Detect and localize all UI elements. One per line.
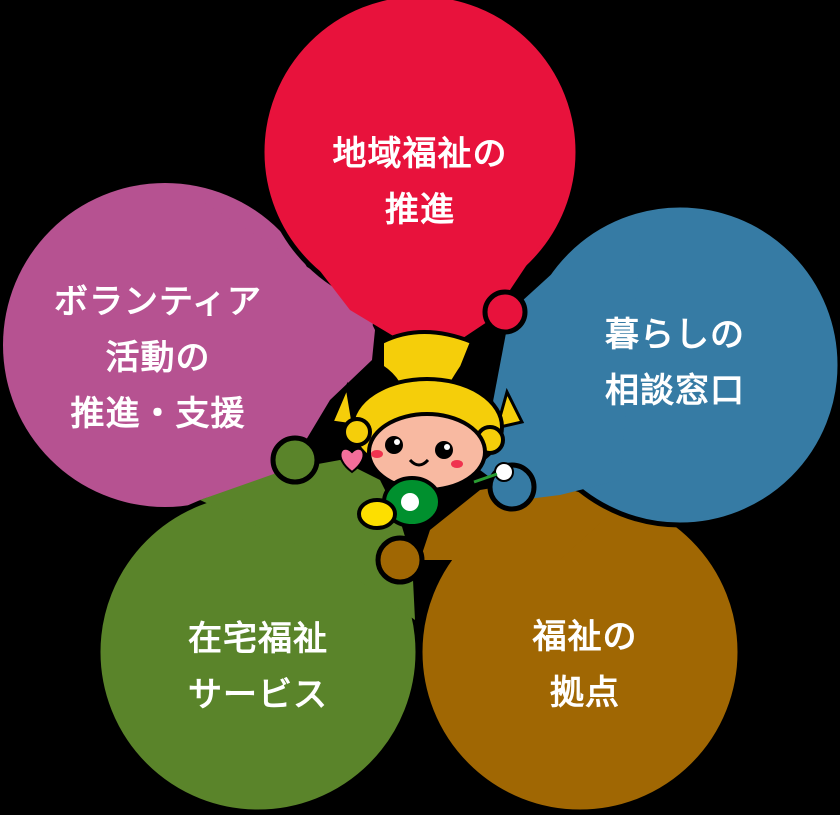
- label-line: 暮らしの: [605, 315, 745, 355]
- petal-label-volunteer[interactable]: ボランティア 活動の 推進・支援: [54, 274, 262, 442]
- petal-homecare[interactable]: [95, 435, 421, 815]
- label-line: 在宅福祉: [188, 619, 328, 659]
- label-line: 地域福祉の: [332, 134, 508, 174]
- label-line: 相談窓口: [605, 371, 745, 411]
- petal-label-homecare[interactable]: 在宅福祉 サービス: [188, 611, 328, 723]
- petal-label-community[interactable]: 地域福祉の 推進: [333, 126, 508, 238]
- label-line: ボランティア: [54, 282, 262, 322]
- petal-hub[interactable]: [375, 480, 743, 815]
- petal-volunteer[interactable]: [3, 183, 375, 507]
- label-line: 拠点: [550, 673, 620, 713]
- label-line: 福祉の: [532, 617, 638, 657]
- label-line: サービス: [188, 675, 328, 715]
- mascot-character-icon: [329, 330, 525, 530]
- label-line: 推進: [385, 190, 455, 230]
- label-line: 活動の: [105, 338, 211, 378]
- petal-consultation[interactable]: [480, 202, 840, 528]
- petal-label-consultation[interactable]: 暮らしの 相談窓口: [605, 307, 745, 419]
- petal-community[interactable]: [259, 0, 581, 350]
- petal-label-hub[interactable]: 福祉の 拠点: [533, 609, 638, 721]
- label-line: 推進・支援: [70, 394, 246, 434]
